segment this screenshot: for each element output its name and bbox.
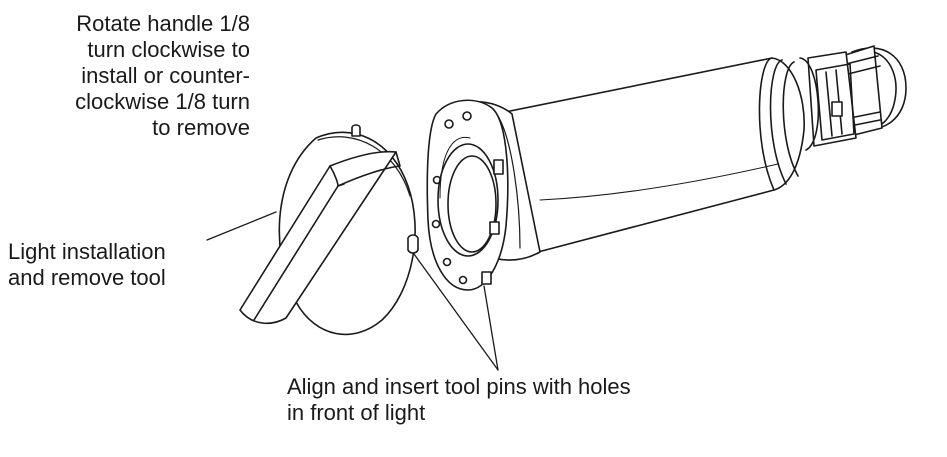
- leader-tool: [206, 211, 277, 241]
- cable-gland: [799, 45, 907, 151]
- leader-pin-right: [483, 285, 499, 371]
- flange-hole: [462, 111, 472, 121]
- light-fixture: [426, 45, 907, 291]
- flange-hole: [432, 175, 442, 185]
- rotate-handle-caption: Rotate handle 1/8 turn clockwise to inst…: [75, 11, 250, 140]
- light-tube: [504, 57, 805, 253]
- flange-hole: [431, 219, 441, 229]
- tool-pin: [351, 124, 361, 137]
- light-faceplate: [426, 99, 509, 291]
- removal-tool: [239, 124, 419, 336]
- tool-caption: Light installation and remove tool: [8, 239, 166, 290]
- tool-pin: [407, 234, 419, 254]
- leader-pin-left: [413, 253, 499, 371]
- leader-lines: [206, 211, 499, 371]
- flange-hole: [458, 275, 468, 285]
- flange-hole: [444, 119, 454, 129]
- align-pins-caption: Align and insert tool pins with holes in…: [287, 374, 631, 425]
- flange-hole: [442, 257, 452, 267]
